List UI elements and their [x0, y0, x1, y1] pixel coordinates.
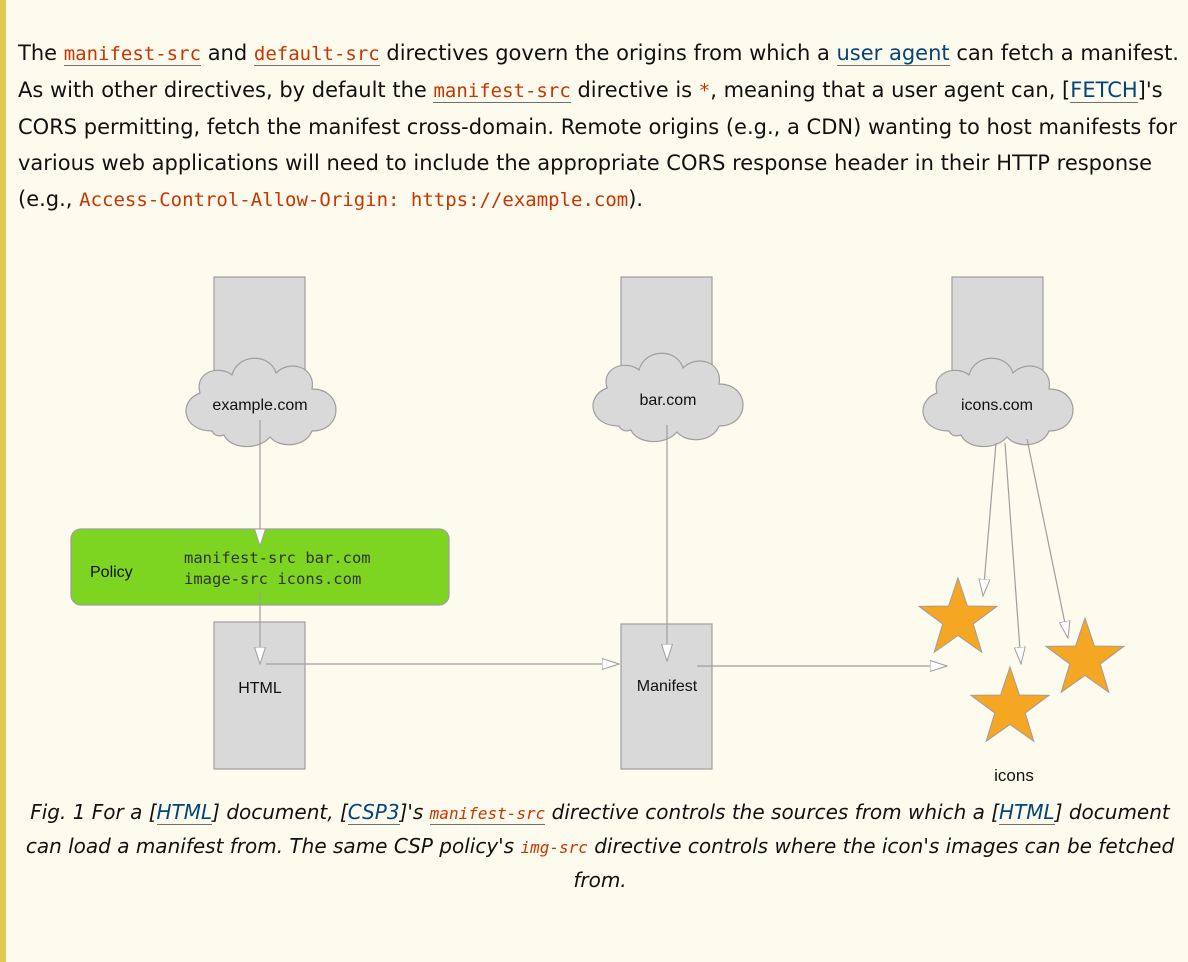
icons-label: icons	[994, 766, 1034, 785]
html-ref-link[interactable]: HTML	[156, 800, 213, 825]
paragraph-text: directive is	[570, 78, 699, 102]
cors-header-code: Access-Control-Allow-Origin: https://exa…	[79, 189, 629, 211]
paragraph-text: ).	[628, 187, 644, 211]
caption-manifest-src-link[interactable]: manifest-src	[429, 800, 546, 825]
manifest-src-link[interactable]: manifest-src	[63, 41, 202, 66]
html-label: HTML	[238, 680, 282, 697]
caption-manifest-src-code: manifest-src	[429, 804, 546, 823]
figure-caption: Fig. 1 For a [HTML] document, [CSP3]'s m…	[20, 796, 1180, 897]
fetch-link[interactable]: FETCH	[1070, 78, 1138, 103]
policy-manifest-src-line: manifest-src bar.com	[184, 549, 371, 567]
csp3-ref-link[interactable]: CSP3	[347, 800, 400, 825]
policy-label: Policy	[90, 564, 133, 581]
caption-img-src-code: img-src	[520, 838, 588, 857]
icons-to-star-1-arrow	[983, 442, 997, 596]
manifest-src-paragraph: The manifest-src and default-src directi…	[18, 35, 1183, 218]
manifest-label: Manifest	[637, 678, 698, 695]
bar-origin-label: bar.com	[640, 392, 697, 409]
caption-text: ] document, [	[212, 800, 348, 824]
paragraph-text: directives govern the origins from which…	[379, 41, 837, 65]
paragraph-text: ]'s CORS permitting, fetch the manifest …	[18, 78, 1177, 211]
caption-text: directive controls the sources from whic…	[545, 800, 1000, 824]
icons-to-star-2-arrow	[1026, 438, 1068, 638]
html-ref-link-2[interactable]: HTML	[999, 800, 1055, 825]
icons-to-star-3-arrow	[1004, 442, 1021, 664]
note-sidebar-bar	[0, 0, 6, 962]
policy-image-src-line: image-src icons.com	[184, 570, 361, 588]
icon-star-2	[1045, 617, 1125, 693]
caption-text: ] document can load a manifest from. The…	[25, 800, 1170, 858]
caption-text: Fig. 1 For a [	[30, 800, 157, 824]
user-agent-link[interactable]: user agent	[836, 41, 950, 66]
manifest-src-code: manifest-src	[63, 43, 202, 65]
paragraph-text: and	[201, 41, 254, 65]
example-origin-label: example.com	[212, 397, 307, 414]
default-src-code: default-src	[253, 43, 380, 65]
icons-origin-label: icons.com	[961, 397, 1033, 414]
icon-star-1	[918, 577, 998, 653]
star-code: *	[698, 80, 711, 102]
paragraph-text: can fetch a manifest. As with other dire…	[18, 41, 1179, 102]
paragraph-text: , meaning that a user agent can, [	[710, 78, 1071, 102]
caption-text: ]'s	[399, 800, 430, 824]
manifest-src-link-2[interactable]: manifest-src	[433, 78, 571, 103]
paragraph-text: The	[18, 41, 64, 65]
default-src-link[interactable]: default-src	[253, 41, 380, 66]
manifest-src-code-2: manifest-src	[433, 80, 571, 102]
caption-text: directive controls where the icon's imag…	[573, 834, 1175, 892]
icon-star-3	[970, 666, 1050, 742]
